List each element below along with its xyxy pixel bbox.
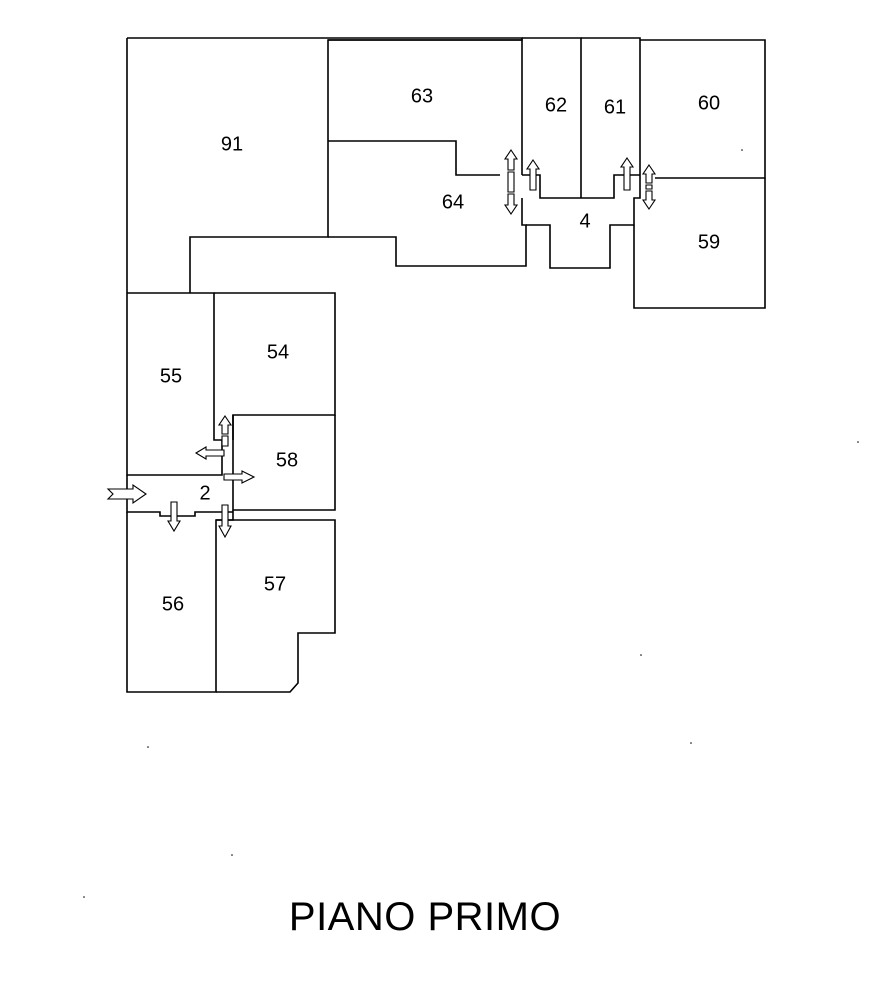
walls-upper-wing [126,37,766,309]
room-label-91: 91 [221,133,243,155]
room-label-56: 56 [162,593,184,615]
left-arrow-icon [194,446,225,460]
right-arrow-icon [223,470,256,484]
wall-room-63 [328,39,523,176]
up-arrow-icon [525,159,541,191]
double-arrow-icon [503,149,519,215]
down-arrow-icon [218,504,232,539]
wall-room-58 [232,415,336,511]
walls-lower-wing [126,292,336,693]
wall-room-57 [216,519,336,693]
wall-room-60 [640,39,766,179]
double-arrow-icon [217,415,233,447]
double-arrow-icon [641,164,657,210]
wall-room-64 [328,198,527,267]
room-label-57: 57 [264,573,286,595]
down-arrow-icon [167,501,181,533]
entrance-arrow-icon [106,483,147,505]
wall-room-56 [126,510,234,693]
wall-room-54 [214,292,336,440]
room-label-60: 60 [698,92,720,114]
wall-corridor-4 [526,178,641,269]
wall-room-91 [126,37,523,293]
room-label-2: 2 [199,482,210,504]
room-labels: 91 63 62 61 60 64 4 59 55 54 58 2 56 57 [160,85,720,615]
room-label-55: 55 [160,365,182,387]
room-label-63: 63 [411,85,433,107]
wall-room-59 [633,178,766,309]
room-label-64: 64 [442,191,464,213]
room-label-58: 58 [276,449,298,471]
room-label-4: 4 [579,210,590,232]
floor-title: PIANO PRIMO [288,895,562,939]
scan-specks [83,149,859,898]
room-label-62: 62 [545,94,567,116]
room-label-54: 54 [267,341,289,363]
room-label-61: 61 [604,96,626,118]
room-label-59: 59 [698,231,720,253]
access-arrows [106,149,657,539]
up-arrow-icon [619,157,635,191]
